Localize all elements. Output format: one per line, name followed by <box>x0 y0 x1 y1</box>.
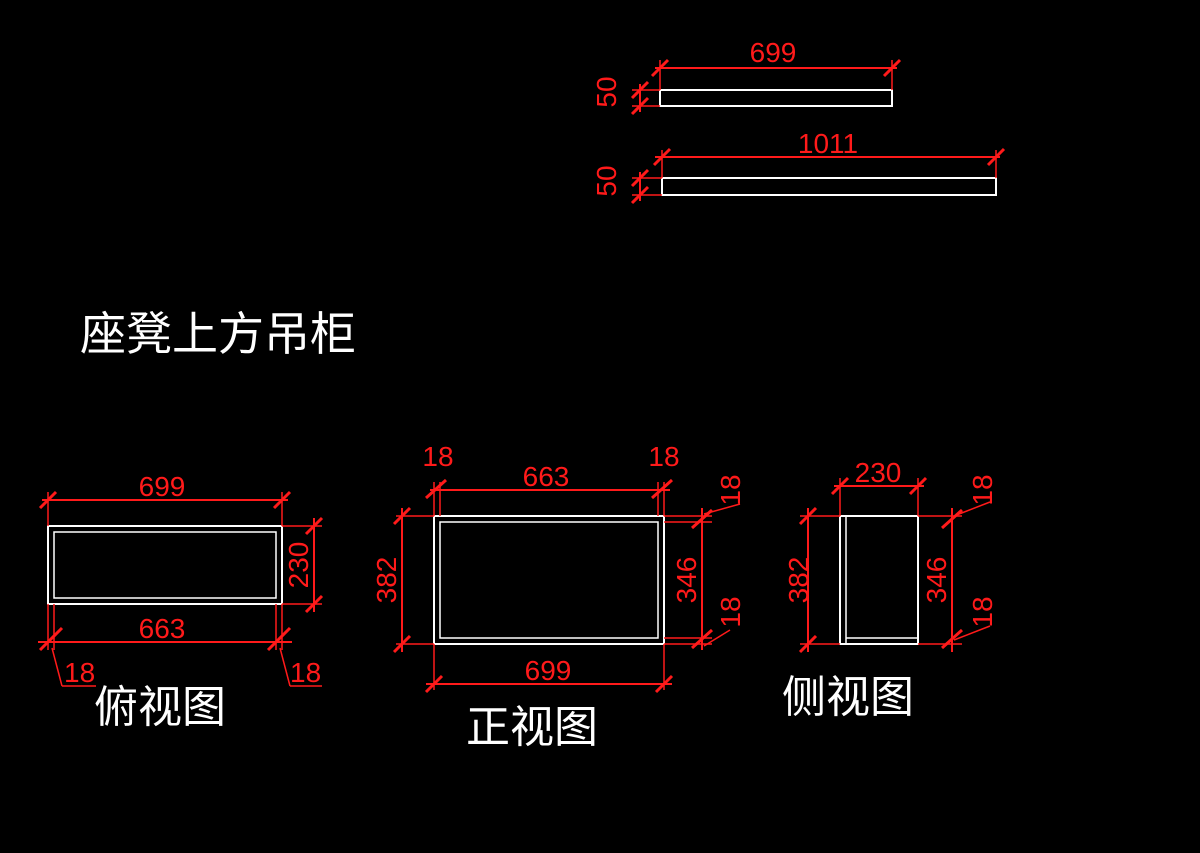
board-1011-tick-right <box>986 147 1006 167</box>
front-view-tick-g <box>424 674 444 694</box>
top-view-inner <box>53 531 277 599</box>
board-1011: 1011 50 <box>591 128 1006 205</box>
side-view-tick-e <box>940 508 964 530</box>
top-view-outer <box>47 525 283 605</box>
side-view-height-label: 382 <box>783 557 814 604</box>
board-699-outline <box>659 89 893 107</box>
board-1011-thick-tick-bot <box>630 185 650 205</box>
front-view-tick-h <box>654 674 674 694</box>
board-699: 699 50 <box>591 37 902 116</box>
drawing-title: 座凳上方吊柜 <box>80 307 356 361</box>
side-view-tick-c <box>798 506 818 526</box>
front-view-outer <box>433 515 665 645</box>
front-view-height-label: 382 <box>371 557 402 604</box>
side-view-tick-f <box>940 628 964 650</box>
side-view-tick-a <box>830 476 850 496</box>
top-view-width-label: 699 <box>139 471 186 502</box>
front-view-tick-d <box>392 634 412 654</box>
board-1011-length-label: 1011 <box>798 128 858 159</box>
front-view-bottom-thick-label: 18 <box>715 596 746 627</box>
top-view-tick-c <box>38 626 64 652</box>
front-view-right-thick-label: 18 <box>648 441 679 472</box>
board-699-tick-right <box>882 58 902 78</box>
front-view-inner-height-label: 346 <box>671 557 702 604</box>
side-view-inner-height-label: 346 <box>921 557 952 604</box>
side-view-leader-bottom <box>953 625 991 641</box>
top-view-leader-left <box>51 647 63 687</box>
front-view-tick-a <box>424 478 448 500</box>
top-view-depth-label: 230 <box>283 542 314 589</box>
front-view-leader-bottom <box>703 629 731 647</box>
board-1011-thick-tick-top <box>630 168 650 188</box>
top-view-tick-a <box>38 490 58 510</box>
board-1011-outline <box>661 177 997 196</box>
side-view-tick-b <box>908 476 928 496</box>
top-view-left-thick-label: 18 <box>64 657 95 688</box>
side-view-tick-d <box>798 634 818 654</box>
side-view: 230 382 346 18 18 侧视图 <box>782 457 998 723</box>
top-view-tick-e <box>304 516 324 536</box>
front-view-inner-width-label: 663 <box>523 461 570 492</box>
top-view-inner-label: 663 <box>139 613 186 644</box>
top-view-tick-f <box>304 594 324 614</box>
front-view-inner <box>439 521 659 639</box>
front-view-left-thick-label: 18 <box>422 441 453 472</box>
side-view-outer <box>839 515 919 645</box>
side-view-bottom-thick-label: 18 <box>967 596 998 627</box>
side-view-leader-top <box>953 501 991 517</box>
board-699-thickness-label: 50 <box>591 76 622 107</box>
front-view-tick-b <box>650 478 674 500</box>
side-view-depth-label: 230 <box>855 457 902 488</box>
top-view-tick-d <box>266 626 292 652</box>
front-view-tick-f <box>690 628 714 650</box>
front-view-leader-top <box>703 503 741 515</box>
board-699-thick-tick-bot <box>630 96 650 116</box>
top-view-caption: 俯视图 <box>94 682 226 733</box>
top-view-right-thick-label: 18 <box>290 657 321 688</box>
front-view-width-label: 699 <box>525 655 572 686</box>
board-699-thick-tick-top <box>630 80 650 100</box>
top-view: 699 663 18 18 230 俯视图 <box>38 471 324 733</box>
front-view-top-thick-label: 18 <box>715 474 746 505</box>
front-view-tick-c <box>392 506 412 526</box>
front-view: 18 663 18 382 346 18 18 699 正视图 <box>371 441 746 753</box>
board-1011-tick-left <box>652 147 672 167</box>
board-1011-thickness-label: 50 <box>591 165 622 196</box>
board-699-tick-left <box>650 58 670 78</box>
top-view-leader-right <box>279 647 291 687</box>
board-699-length-label: 699 <box>750 37 797 68</box>
front-view-caption: 正视图 <box>466 702 598 753</box>
side-view-caption: 侧视图 <box>782 672 914 723</box>
top-view-tick-b <box>272 490 292 510</box>
side-view-top-thick-label: 18 <box>967 474 998 505</box>
